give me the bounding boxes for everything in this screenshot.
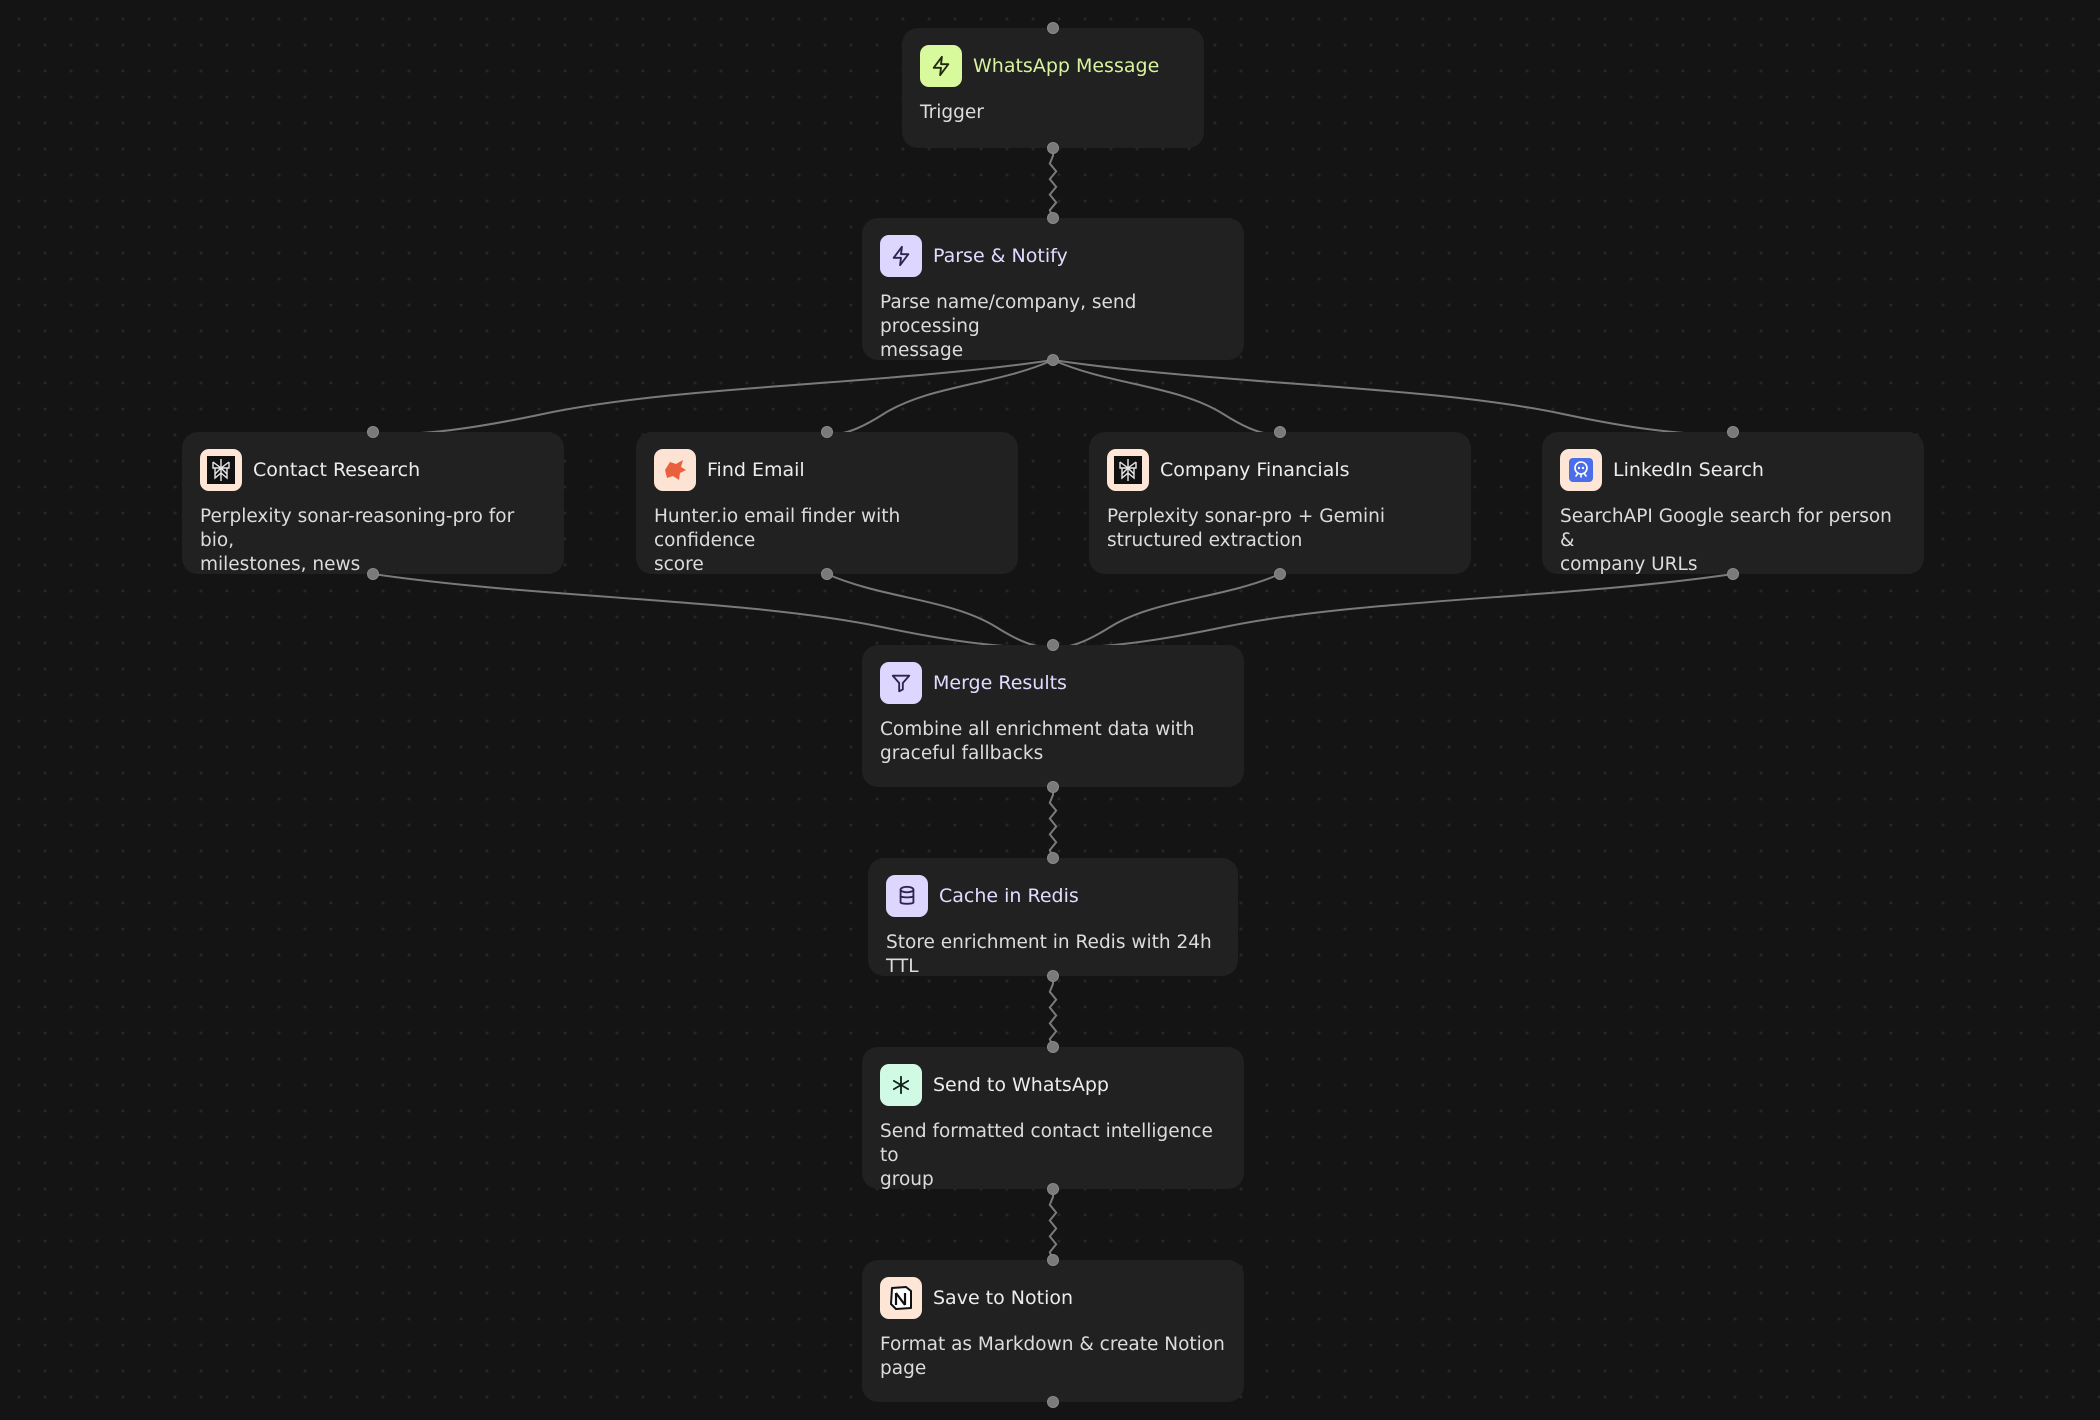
- node-title: Company Financials: [1160, 459, 1350, 481]
- node-send-whatsapp[interactable]: Send to WhatsApp Send formatted contact …: [862, 1047, 1244, 1190]
- node-description: Parse name/company, send processing mess…: [880, 292, 1137, 361]
- node-description: Store enrichment in Redis with 24h TTL: [886, 932, 1212, 977]
- node-description: Combine all enrichment data with gracefu…: [880, 719, 1195, 764]
- edge-parse-notify-to-contact-research: [372, 359, 1054, 435]
- output-port-merge-results[interactable]: [1047, 781, 1059, 793]
- filter-icon: [880, 662, 922, 704]
- perplexity-icon: [200, 449, 242, 491]
- node-merge-results[interactable]: Merge Results Combine all enrichment dat…: [862, 645, 1244, 787]
- input-port-save-notion[interactable]: [1047, 1254, 1059, 1266]
- output-port-parse-notify[interactable]: [1047, 354, 1059, 366]
- node-title: Contact Research: [253, 459, 421, 481]
- input-port-find-email[interactable]: [821, 426, 833, 438]
- input-port-merge-results[interactable]: [1047, 639, 1059, 651]
- node-description: SearchAPI Google search for person & com…: [1560, 506, 1892, 575]
- edge-contact-research-to-merge-results: [372, 573, 1054, 648]
- output-port-linkedin-search[interactable]: [1727, 568, 1739, 580]
- node-parse-notify[interactable]: Parse & Notify Parse name/company, send …: [862, 218, 1244, 361]
- hunter-icon: [654, 449, 696, 491]
- edge-whatsapp-message-to-parse-notify: [1048, 148, 1058, 219]
- input-port-send-whatsapp[interactable]: [1047, 1041, 1059, 1053]
- input-port-whatsapp-message[interactable]: [1047, 22, 1059, 34]
- node-title: Send to WhatsApp: [933, 1074, 1109, 1096]
- node-cache-redis[interactable]: Cache in Redis Store enrichment in Redis…: [868, 858, 1238, 977]
- output-port-whatsapp-message[interactable]: [1047, 142, 1059, 154]
- bolt-icon: [920, 45, 962, 87]
- node-description: Trigger: [920, 102, 984, 123]
- node-linkedin-search[interactable]: LinkedIn Search SearchAPI Google search …: [1542, 432, 1924, 575]
- input-port-linkedin-search[interactable]: [1727, 426, 1739, 438]
- edge-parse-notify-to-linkedin-search: [1052, 359, 1734, 435]
- output-port-contact-research[interactable]: [367, 568, 379, 580]
- edge-cache-redis-to-send-whatsapp: [1048, 976, 1058, 1048]
- output-port-save-notion[interactable]: [1047, 1396, 1059, 1408]
- output-port-company-financials[interactable]: [1274, 568, 1286, 580]
- node-description: Perplexity sonar-reasoning-pro for bio, …: [200, 506, 515, 575]
- input-port-contact-research[interactable]: [367, 426, 379, 438]
- node-title: Find Email: [707, 459, 805, 481]
- asterisk-icon: [880, 1064, 922, 1106]
- node-save-notion[interactable]: Save to Notion Format as Markdown & crea…: [862, 1260, 1244, 1402]
- searchapi-icon: [1560, 449, 1602, 491]
- node-description: Send formatted contact intelligence to g…: [880, 1121, 1213, 1190]
- node-title: Cache in Redis: [939, 885, 1079, 907]
- database-icon: [886, 875, 928, 917]
- node-whatsapp-message[interactable]: WhatsApp Message Trigger: [902, 28, 1204, 148]
- edge-merge-results-to-cache-redis: [1048, 787, 1058, 859]
- node-description: Format as Markdown & create Notion page: [880, 1334, 1225, 1379]
- node-title: WhatsApp Message: [973, 55, 1160, 77]
- node-description: Hunter.io email finder with confidence s…: [654, 506, 901, 575]
- node-title: Merge Results: [933, 672, 1067, 694]
- edge-parse-notify-to-find-email: [826, 359, 1054, 435]
- output-port-send-whatsapp[interactable]: [1047, 1183, 1059, 1195]
- output-port-find-email[interactable]: [821, 568, 833, 580]
- edge-linkedin-search-to-merge-results: [1052, 573, 1734, 648]
- bolt-icon: [880, 235, 922, 277]
- node-contact-research[interactable]: Contact Research Perplexity sonar-reason…: [182, 432, 564, 575]
- node-company-financials[interactable]: Company Financials Perplexity sonar-pro …: [1089, 432, 1471, 574]
- notion-icon: [880, 1277, 922, 1319]
- edge-company-financials-to-merge-results: [1052, 573, 1281, 648]
- edge-send-whatsapp-to-save-notion: [1048, 1189, 1058, 1261]
- perplexity-icon: [1107, 449, 1149, 491]
- input-port-company-financials[interactable]: [1274, 426, 1286, 438]
- output-port-cache-redis[interactable]: [1047, 970, 1059, 982]
- node-find-email[interactable]: Find Email Hunter.io email finder with c…: [636, 432, 1018, 575]
- node-description: Perplexity sonar-pro + Gemini structured…: [1107, 506, 1385, 551]
- edge-parse-notify-to-company-financials: [1052, 359, 1281, 435]
- input-port-parse-notify[interactable]: [1047, 212, 1059, 224]
- node-title: LinkedIn Search: [1613, 459, 1764, 481]
- node-title: Save to Notion: [933, 1287, 1074, 1309]
- node-title: Parse & Notify: [933, 245, 1068, 267]
- input-port-cache-redis[interactable]: [1047, 852, 1059, 864]
- edge-find-email-to-merge-results: [826, 573, 1054, 648]
